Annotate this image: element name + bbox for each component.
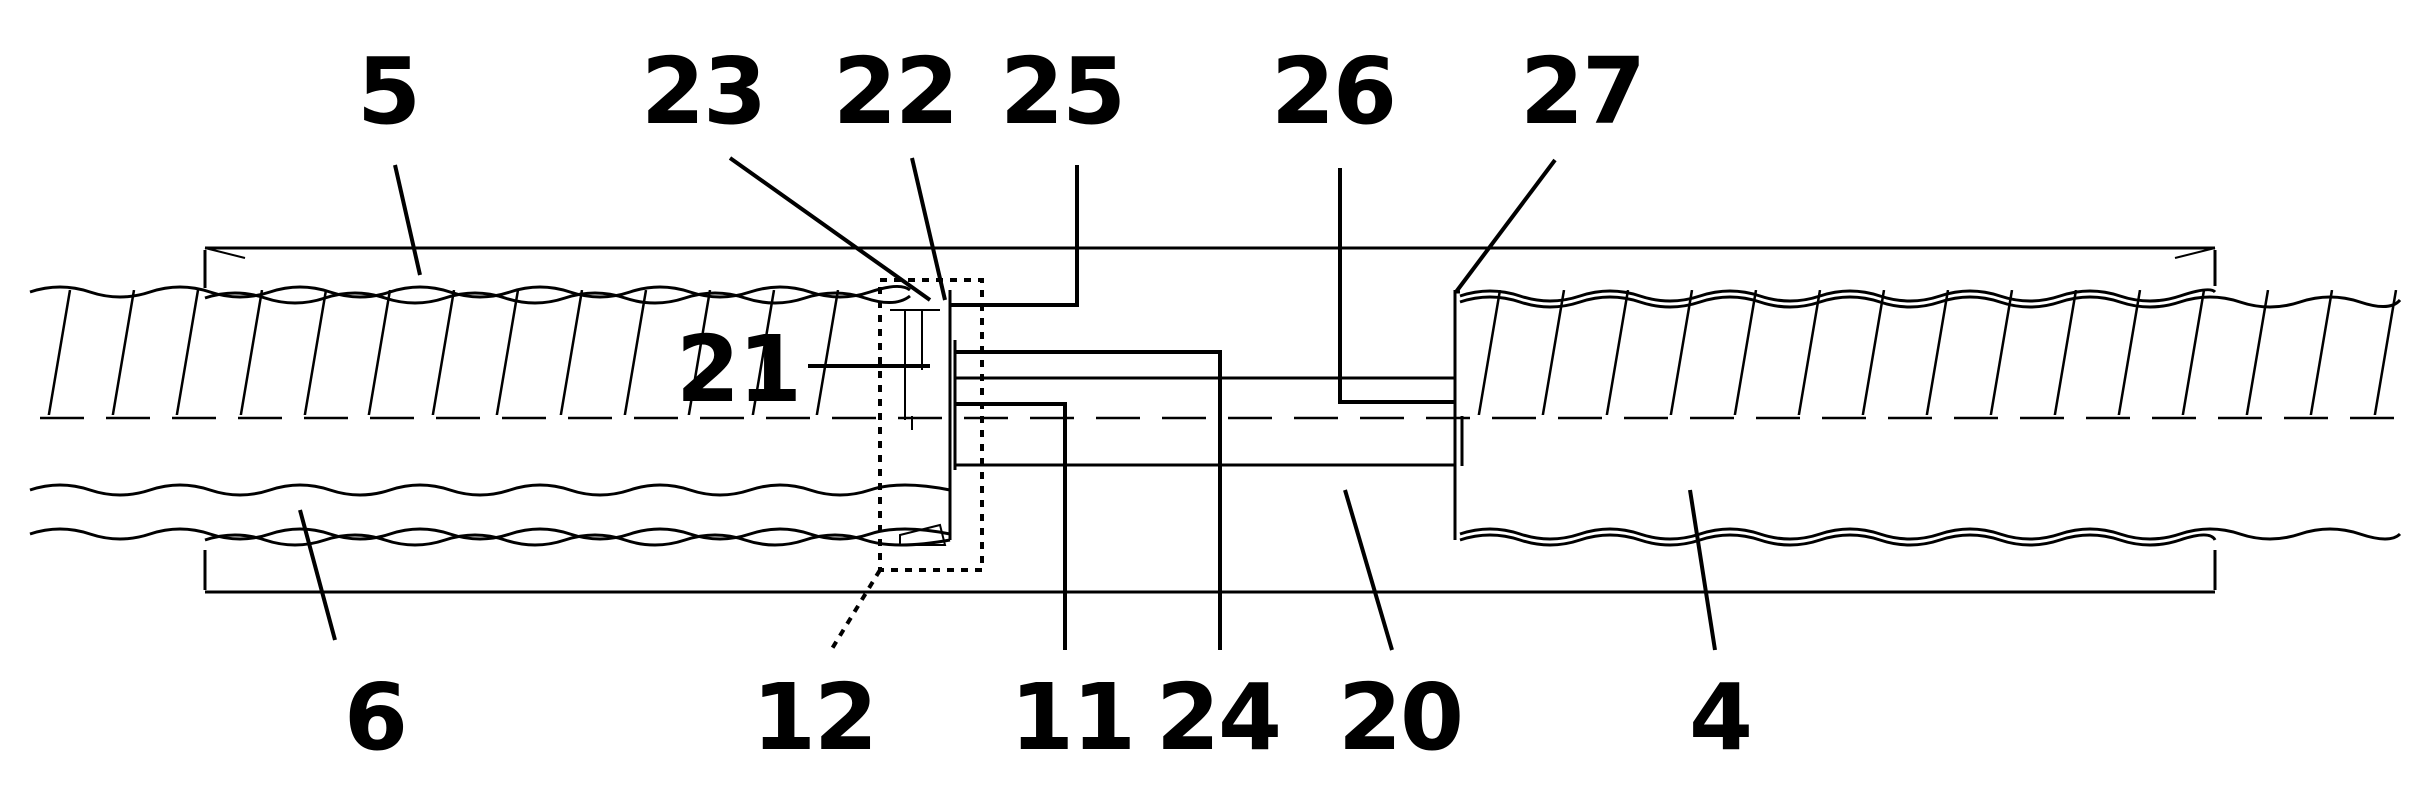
label-26: 26	[1271, 46, 1395, 138]
leader-lines	[300, 158, 1715, 650]
leader-20	[1345, 490, 1392, 650]
leader-5	[395, 165, 420, 275]
leader-11	[955, 404, 1065, 650]
leader-4	[1690, 490, 1715, 650]
corrugated-outer-conductor	[30, 286, 2400, 545]
label-11: 11	[1010, 672, 1134, 764]
label-27: 27	[1520, 46, 1644, 138]
leader-25	[950, 165, 1077, 305]
insulation-hatching-right	[1478, 290, 2396, 420]
right-cable-end	[1455, 290, 1462, 540]
label-12: 12	[752, 672, 876, 764]
leader-24	[955, 352, 1220, 650]
label-22: 22	[833, 46, 957, 138]
leader-23	[730, 158, 930, 300]
leader-26	[1340, 168, 1455, 402]
label-20: 20	[1338, 672, 1462, 764]
label-5: 5	[357, 46, 419, 138]
label-24: 24	[1156, 672, 1280, 764]
label-4: 4	[1689, 672, 1751, 764]
label-25: 25	[1000, 46, 1124, 138]
leader-27	[1456, 160, 1555, 292]
label-21: 21	[676, 324, 800, 416]
label-6: 6	[344, 672, 406, 764]
label-23: 23	[641, 46, 765, 138]
